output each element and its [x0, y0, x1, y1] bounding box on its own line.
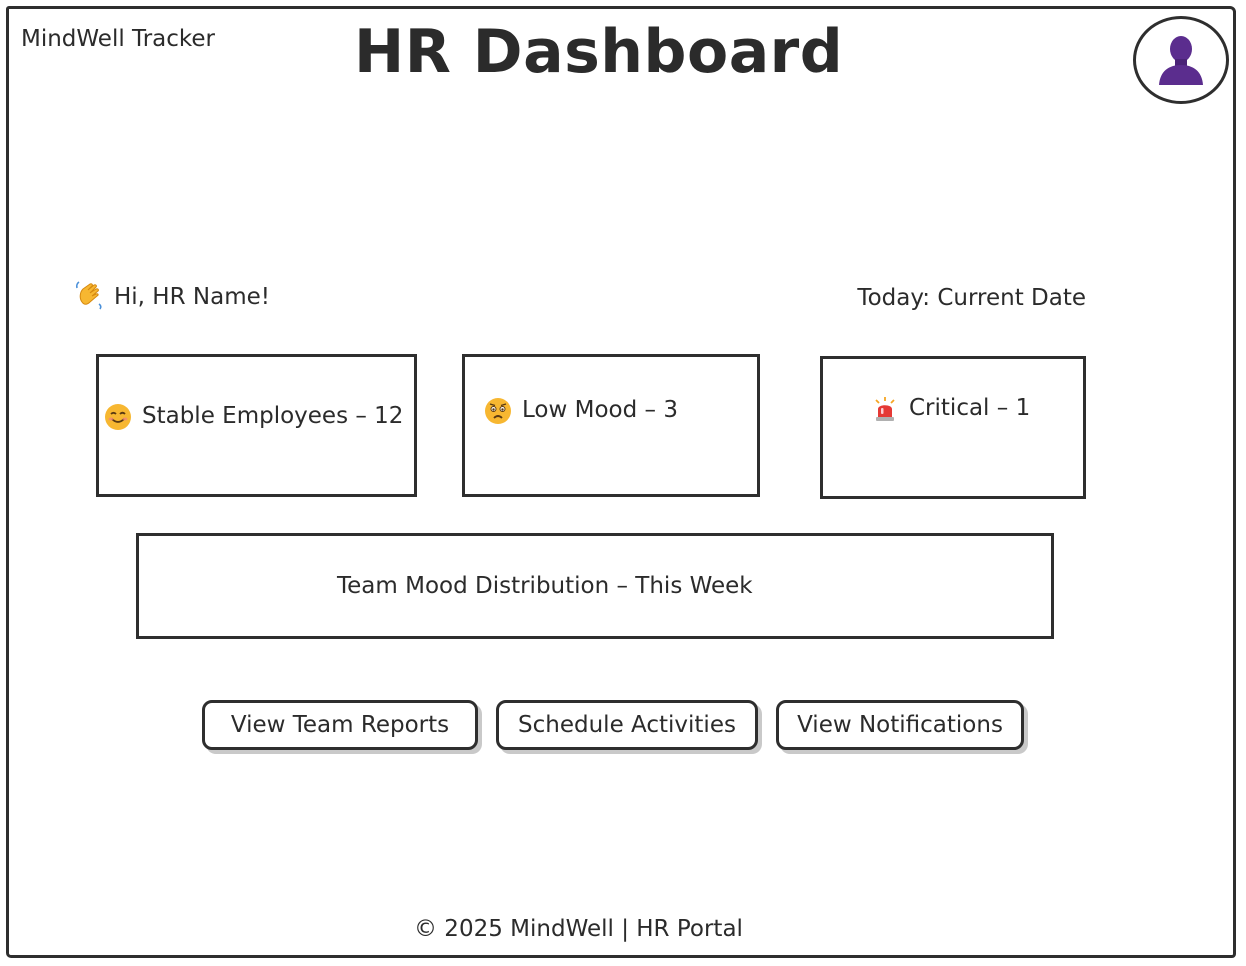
- footer-text: © 2025 MindWell | HR Portal: [414, 916, 743, 942]
- stable-employees-label: Stable Employees – 12: [142, 403, 404, 429]
- team-mood-distribution-title: Team Mood Distribution – This Week: [337, 573, 753, 599]
- profile-avatar-button[interactable]: [1133, 16, 1229, 104]
- alarm-light-icon: [871, 395, 899, 427]
- worried-face-icon: [484, 397, 512, 429]
- smiling-face-icon: [104, 403, 132, 435]
- greeting: Hi, HR Name!: [74, 280, 270, 314]
- user-avatar-icon: [1159, 36, 1203, 85]
- low-mood-card[interactable]: Low Mood – 3: [462, 354, 760, 497]
- waving-hand-icon: [74, 280, 104, 314]
- app-name: MindWell Tracker: [21, 26, 216, 52]
- team-mood-distribution-panel: Team Mood Distribution – This Week: [136, 533, 1054, 639]
- critical-label: Critical – 1: [909, 395, 1031, 421]
- greeting-text: Hi, HR Name!: [114, 284, 270, 310]
- view-team-reports-button[interactable]: View Team Reports: [202, 700, 478, 750]
- stable-employees-card[interactable]: Stable Employees – 12: [96, 354, 417, 497]
- critical-card[interactable]: Critical – 1: [820, 356, 1086, 499]
- page-title: HR Dashboard: [354, 17, 844, 87]
- today-date: Today: Current Date: [857, 285, 1086, 311]
- low-mood-label: Low Mood – 3: [522, 397, 678, 423]
- view-notifications-button[interactable]: View Notifications: [776, 700, 1024, 750]
- page-frame: [6, 6, 1236, 958]
- schedule-activities-button[interactable]: Schedule Activities: [496, 700, 758, 750]
